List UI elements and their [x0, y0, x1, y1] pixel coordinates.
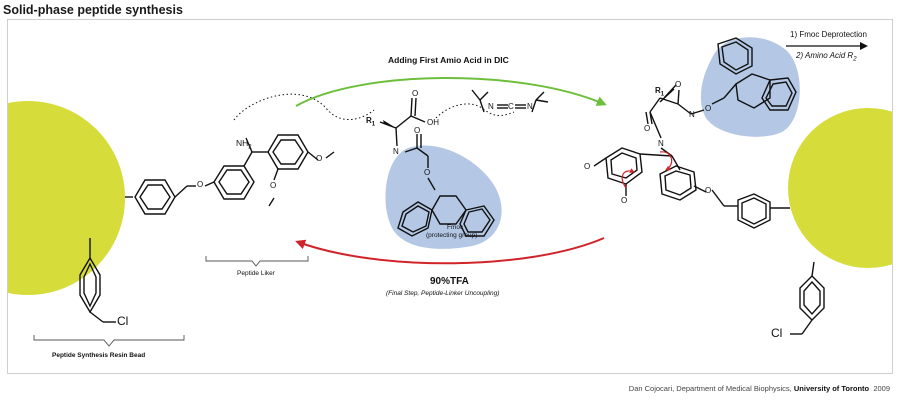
- page-title: Solid-phase peptide synthesis: [3, 3, 183, 17]
- r1-group-right: R1: [655, 86, 664, 98]
- fmoc-label: Fmoc: [447, 224, 464, 231]
- dic-nitrogen-1: N: [488, 102, 494, 111]
- fmoc-amino-acid-structure: [379, 89, 549, 237]
- peptide-linker-label: Peptide Liker: [237, 270, 275, 277]
- amino-acid-step-label: 2) Amino Acid R2: [796, 51, 857, 63]
- r1-right-text: R: [655, 86, 661, 95]
- carbamate-nitrogen-right: N: [689, 110, 695, 119]
- image-credit: Dan Cojocari, Department of Medical Biop…: [629, 384, 890, 393]
- hydroxyl-group: OH: [427, 118, 439, 127]
- fmoc-deprotection-label: 1) Fmoc Deprotection: [790, 30, 867, 39]
- amine-group: NH2: [236, 138, 252, 151]
- credit-institution: University of Toronto: [793, 384, 870, 393]
- r1-left-subscript: 1: [371, 121, 376, 128]
- amide-nitrogen-left: N: [393, 147, 399, 156]
- dic-nitrogen-2: N: [527, 102, 533, 111]
- amino-acid-step-subscript: 2: [853, 56, 857, 63]
- tfa-cleavage-label: 90%TFA: [430, 276, 469, 287]
- tfa-cleavage-note: (Final Step, Peptide-Linker Uncoupling): [386, 290, 500, 297]
- chloride-atom-left: Cl: [117, 314, 129, 328]
- left-resin-linker-structure: [79, 134, 335, 323]
- resin-bead-bracket: [33, 335, 185, 347]
- methoxy-oxygen-left-1: O: [316, 154, 323, 163]
- forward-reaction-arrow: [295, 76, 607, 107]
- r1-group-left: R1: [366, 116, 375, 128]
- electron-push-arrows: [621, 151, 673, 189]
- carbamate-oxygen-left: O: [424, 168, 431, 177]
- diagram-frame: [7, 19, 893, 374]
- left-resin-bead: [8, 101, 125, 295]
- product-structure: [593, 37, 825, 335]
- ether-oxygen-left-1: O: [197, 180, 204, 189]
- amino-acid-coupling-label: Adding First Amio Acid in DIC: [388, 55, 509, 65]
- fmoc-note: (protecting group): [426, 232, 478, 239]
- carbamate-carbonyl-left: O: [414, 126, 421, 135]
- amine-subscript: 2: [248, 144, 252, 151]
- methoxy-oxygen-right-1: O: [584, 162, 591, 171]
- ether-oxygen-right: O: [705, 186, 712, 195]
- dic-carbon: C: [508, 102, 514, 111]
- peptide-linker-bracket: [205, 256, 309, 267]
- amine-text: NH: [236, 138, 249, 148]
- fmoc-highlight-left: [385, 145, 502, 249]
- amino-acid-step-text: 2) Amino Acid R: [796, 51, 854, 60]
- brackets: [33, 256, 309, 347]
- reverse-reaction-arrow: [295, 237, 605, 265]
- r1-right-subscript: 1: [660, 91, 665, 98]
- fmoc-deprotection-text: 1) Fmoc Deprotection: [790, 30, 867, 39]
- carbamate-oxygen-right: O: [705, 104, 712, 113]
- amide-nitrogen-right: N: [658, 139, 664, 148]
- fmoc-highlight-right: [700, 37, 800, 137]
- amide-oxygen-right: O: [644, 124, 651, 133]
- right-resin-bead: [788, 108, 892, 268]
- credit-year: 2009: [873, 384, 890, 393]
- methoxy-oxygen-left-2: O: [270, 181, 277, 190]
- r1-left-text: R: [366, 116, 372, 125]
- chloride-atom-right: Cl: [771, 326, 783, 340]
- carbamate-carbonyl-right: O: [675, 80, 682, 89]
- resin-bead-label: Peptide Synthesis Resin Bead: [52, 352, 146, 359]
- credit-author: Dan Cojocari, Department of Medical Biop…: [628, 384, 794, 393]
- methoxy-oxygen-right-2: O: [621, 196, 628, 205]
- carbonyl-oxygen-left: O: [412, 89, 419, 98]
